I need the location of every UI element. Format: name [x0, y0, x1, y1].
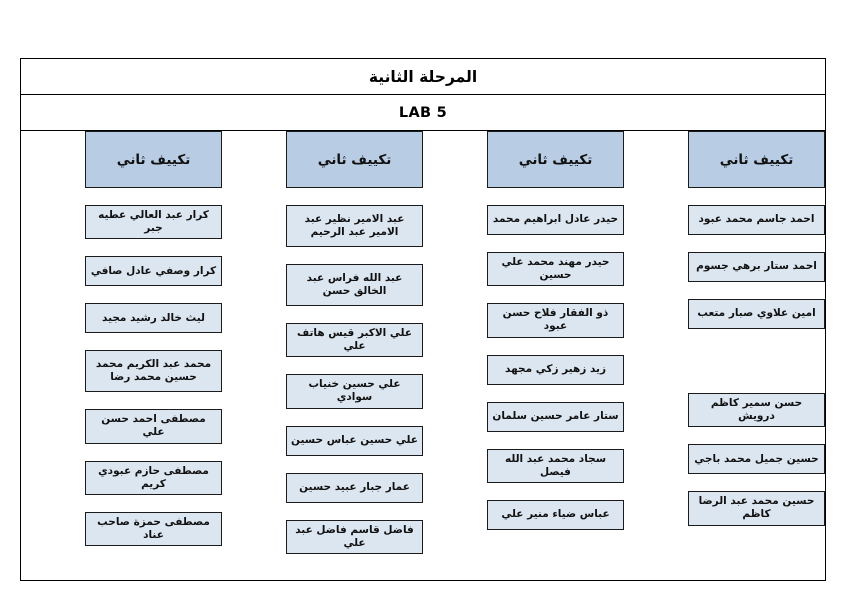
stage-title-row: المرحلة الثانية	[21, 59, 825, 95]
student-cell: علي الاكبر قيس هاتف علي	[286, 323, 423, 358]
student-cell: ستار عامر حسين سلمان	[487, 401, 624, 432]
student-cell: فاضل قاسم فاضل عبد علي	[286, 519, 423, 554]
student-cell-empty	[688, 346, 825, 376]
student-cell: امين علاوي صبار متعب	[688, 299, 825, 329]
student-cell: عباس ضياء منير علي	[487, 499, 624, 530]
column-cells-2: حيدر عادل ابراهيم محمد حيدر مهند محمد علي…	[423, 188, 624, 530]
column-cells-1: احمد جاسم محمد عبود احمد ستار برهي جسوم ام…	[624, 188, 825, 526]
column-header-1: تكييف ثاني	[688, 131, 825, 188]
student-cell: عمار جبار عبيد حسين	[286, 472, 423, 503]
student-cell: علي حسين عباس حسين	[286, 425, 423, 456]
student-cell: احمد ستار برهي جسوم	[688, 252, 825, 282]
column-header-4: تكييف ثاني	[85, 131, 222, 188]
student-cell: سجاد محمد عبد الله فيصل	[487, 448, 624, 483]
column-cells-4: كرار عبد العالي عطيه جبر كرار وصفي عادل ص…	[21, 188, 222, 546]
roster-grid: تكييف ثاني احمد جاسم محمد عبود احمد ستار ب…	[21, 131, 825, 554]
student-cell: زيد زهير زكي مجهد	[487, 354, 624, 385]
column-cells-3: عبد الامير نظير عبد الامير عبد الرحيم عبد…	[222, 188, 423, 554]
column-header-3: تكييف ثاني	[286, 131, 423, 188]
student-cell: علي حسين خنياب سوادي	[286, 374, 423, 409]
roster-column-1: تكييف ثاني احمد جاسم محمد عبود احمد ستار ب…	[624, 131, 825, 554]
student-cell: محمد عبد الكريم محمد حسين محمد رضا	[85, 350, 222, 393]
student-cell: مصطفى حازم عبودي كريم	[85, 460, 222, 495]
student-cell: ليث خالد رشيد مجيد	[85, 303, 222, 334]
student-cell: حيدر عادل ابراهيم محمد	[487, 205, 624, 235]
student-cell: عبد الله فراس عبد الخالق حسن	[286, 264, 423, 306]
stage-title: المرحلة الثانية	[368, 67, 478, 86]
student-cell: مصطفى حمزة صاحب عناد	[85, 511, 222, 546]
roster-column-2: تكييف ثاني حيدر عادل ابراهيم محمد حيدر مهن…	[423, 131, 624, 554]
student-cell: ذو الفقار فلاح حسن عبود	[487, 303, 624, 338]
student-cell: مصطفى احمد حسن علي	[85, 409, 222, 444]
student-cell: حسن سمير كاظم درويش	[688, 393, 825, 428]
student-cell: كرار عبد العالي عطيه جبر	[85, 205, 222, 240]
student-cell: كرار وصفي عادل صافي	[85, 256, 222, 287]
student-cell: حسين جميل محمد باجي	[688, 444, 825, 475]
lab-title: LAB 5	[398, 104, 448, 121]
student-cell: عبد الامير نظير عبد الامير عبد الرحيم	[286, 205, 423, 247]
student-cell: حسين محمد عبد الرضا كاظم	[688, 491, 825, 526]
student-cell: احمد جاسم محمد عبود	[688, 205, 825, 235]
column-header-2: تكييف ثاني	[487, 131, 624, 188]
roster-column-4: تكييف ثاني كرار عبد العالي عطيه جبر كرار و…	[21, 131, 222, 554]
lab-title-row: LAB 5	[21, 95, 825, 131]
table-bottom-padding	[21, 554, 825, 580]
student-cell: حيدر مهند محمد علي حسين	[487, 252, 624, 287]
